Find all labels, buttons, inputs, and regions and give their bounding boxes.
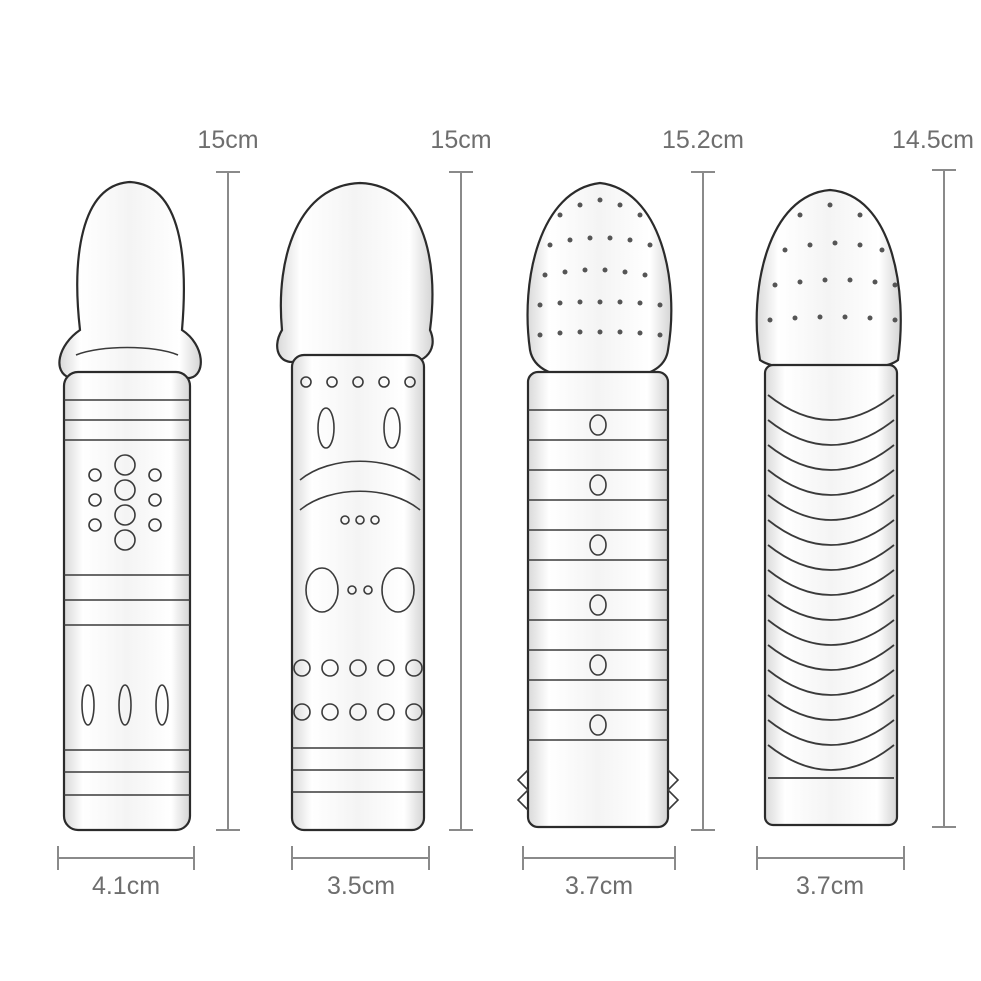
length-label-2: 15cm xyxy=(430,126,492,154)
sleeve-3-shaft xyxy=(526,370,670,829)
length-line-4 xyxy=(932,169,956,828)
width-line-2 xyxy=(291,846,430,870)
width-line-1 xyxy=(57,846,195,870)
width-label-4: 3.7cm xyxy=(795,872,865,900)
sleeve-1-shaft xyxy=(62,370,192,832)
sleeve-2-shaft xyxy=(290,353,426,832)
length-label-1: 15cm xyxy=(197,126,259,154)
length-label-4: 14.5cm xyxy=(892,126,974,154)
length-line-3 xyxy=(691,171,715,831)
sleeve-4-chevrons xyxy=(767,394,895,779)
sleeve-2-head xyxy=(276,181,434,364)
width-label-1: 4.1cm xyxy=(91,872,161,900)
length-line-1 xyxy=(216,171,240,831)
width-dimension-lines xyxy=(57,846,905,870)
width-line-4 xyxy=(756,846,905,870)
product-sleeve-4 xyxy=(755,188,902,827)
width-line-3 xyxy=(522,846,676,870)
product-sleeve-1 xyxy=(58,180,202,832)
sleeve-3-head xyxy=(526,181,673,380)
product-sleeve-3 xyxy=(516,181,680,829)
sleeve-4-head xyxy=(755,188,902,373)
width-label-3: 3.7cm xyxy=(564,872,634,900)
length-line-2 xyxy=(449,171,473,831)
sleeve-1-head xyxy=(58,180,202,380)
sleeve-3-nubs xyxy=(537,197,663,338)
length-label-3: 15.2cm xyxy=(662,126,744,154)
sleeve-4-nubs xyxy=(767,202,898,323)
length-dimension-lines xyxy=(216,169,956,831)
width-label-2: 3.5cm xyxy=(326,872,396,900)
product-sleeve-2 xyxy=(276,181,434,832)
